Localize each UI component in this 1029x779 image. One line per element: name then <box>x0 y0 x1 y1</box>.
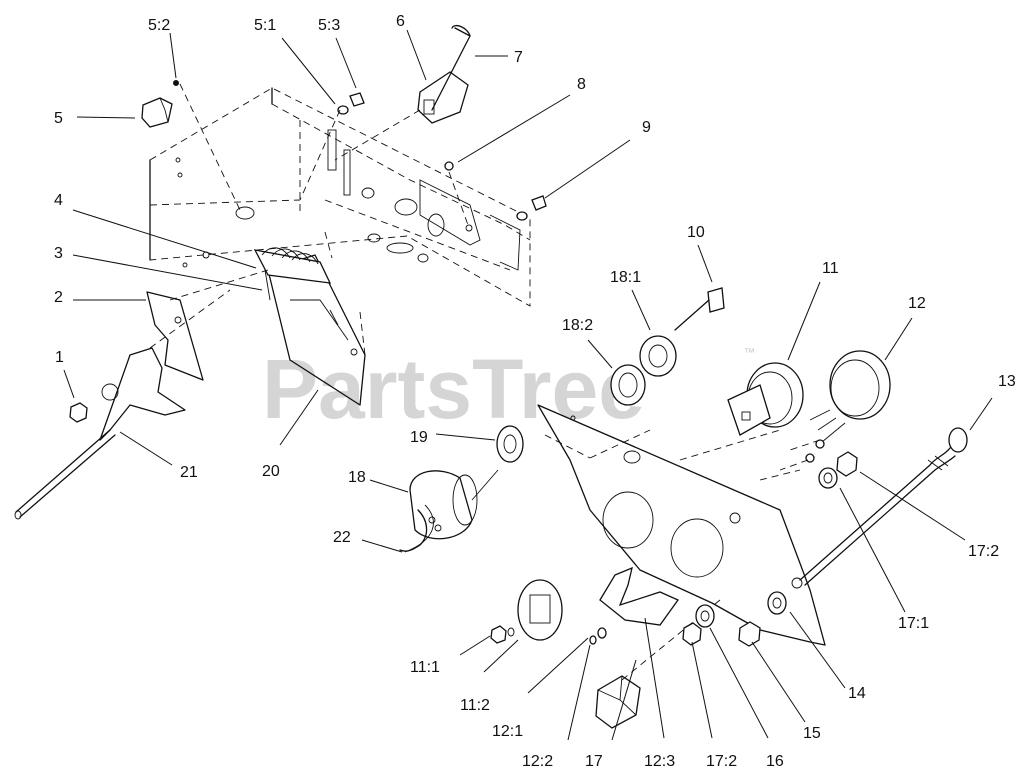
callout-labels: 5 5:2 5:1 5:3 6 7 8 9 4 3 2 1 21 20 10 1… <box>54 13 1016 770</box>
part-11-1-nut <box>490 625 515 644</box>
watermark: PartsTree <box>262 342 645 436</box>
label-12-1: 12:1 <box>492 723 523 740</box>
part-17-2-nut-upper <box>836 451 858 477</box>
part-12-1-washer <box>597 627 607 639</box>
part-19-washer <box>496 425 524 463</box>
part-3-4-wire-harness <box>253 247 339 326</box>
label-17-2-right: 17:2 <box>968 543 999 560</box>
part-18-relay <box>409 469 499 540</box>
part-17-1-washer <box>818 467 838 489</box>
part-12-gauge <box>809 350 891 443</box>
label-5: 5 <box>54 110 63 127</box>
part-15-nut <box>738 621 761 647</box>
part-5-knob <box>141 80 241 211</box>
part-8-screw <box>444 161 469 226</box>
label-8: 8 <box>577 76 586 93</box>
label-3: 3 <box>54 245 63 262</box>
label-5-1: 5:1 <box>254 17 276 34</box>
part-17-2-nut-lower <box>682 622 702 646</box>
label-7: 7 <box>514 49 523 66</box>
part-1-nut <box>69 402 88 423</box>
label-12-3: 12:3 <box>644 753 675 770</box>
watermark-trademark: ™ <box>744 347 755 359</box>
part-13-pull-rod <box>799 427 968 586</box>
gauge-small-hardware <box>779 439 825 471</box>
part-17-block <box>595 599 721 729</box>
part-9-fastener <box>516 195 547 221</box>
part-11-ignition-switch <box>727 362 804 436</box>
control-box-bracket <box>149 87 531 307</box>
label-11-2: 11:2 <box>460 697 490 714</box>
label-15: 15 <box>803 725 821 742</box>
label-17-2-bottom: 17:2 <box>706 753 737 770</box>
label-11: 11 <box>822 260 839 277</box>
part-10-key <box>674 287 725 331</box>
part-18-2-ring <box>610 364 646 406</box>
part-22-wire-lead <box>399 504 442 553</box>
label-12: 12 <box>908 295 926 312</box>
label-17: 17 <box>585 753 603 770</box>
label-17-1: 17:1 <box>898 615 929 632</box>
part-21-lever-shaft <box>14 269 269 520</box>
label-13: 13 <box>998 373 1016 390</box>
label-18-2: 18:2 <box>562 317 593 334</box>
label-14: 14 <box>848 685 866 702</box>
label-6: 6 <box>396 13 405 30</box>
label-18-1: 18:1 <box>610 269 641 286</box>
part-7-bolt <box>431 24 471 111</box>
part-16-washer <box>695 604 715 628</box>
part-14-washer <box>767 591 787 615</box>
label-1: 1 <box>55 349 64 366</box>
part-12-3-bracket <box>599 566 679 626</box>
part-18-1-ring <box>639 335 677 377</box>
part-2-plate <box>146 291 204 381</box>
label-18: 18 <box>348 469 366 486</box>
label-12-2: 12:2 <box>522 753 553 770</box>
label-9: 9 <box>642 119 651 136</box>
label-5-3: 5:3 <box>318 17 340 34</box>
label-4: 4 <box>54 192 63 209</box>
label-22: 22 <box>333 529 351 546</box>
leader-lines <box>63 29 993 741</box>
part-11-2-bezel <box>517 579 563 641</box>
part-12-2-washer <box>589 635 597 645</box>
part-5-1-5-3-bushing <box>299 92 365 201</box>
label-21: 21 <box>180 464 198 481</box>
label-5-2: 5:2 <box>148 17 170 34</box>
label-10: 10 <box>687 224 705 241</box>
label-11-1: 11:1 <box>410 659 440 676</box>
label-19: 19 <box>410 429 428 446</box>
label-16: 16 <box>766 753 784 770</box>
label-20: 20 <box>262 463 280 480</box>
label-2: 2 <box>54 289 63 306</box>
